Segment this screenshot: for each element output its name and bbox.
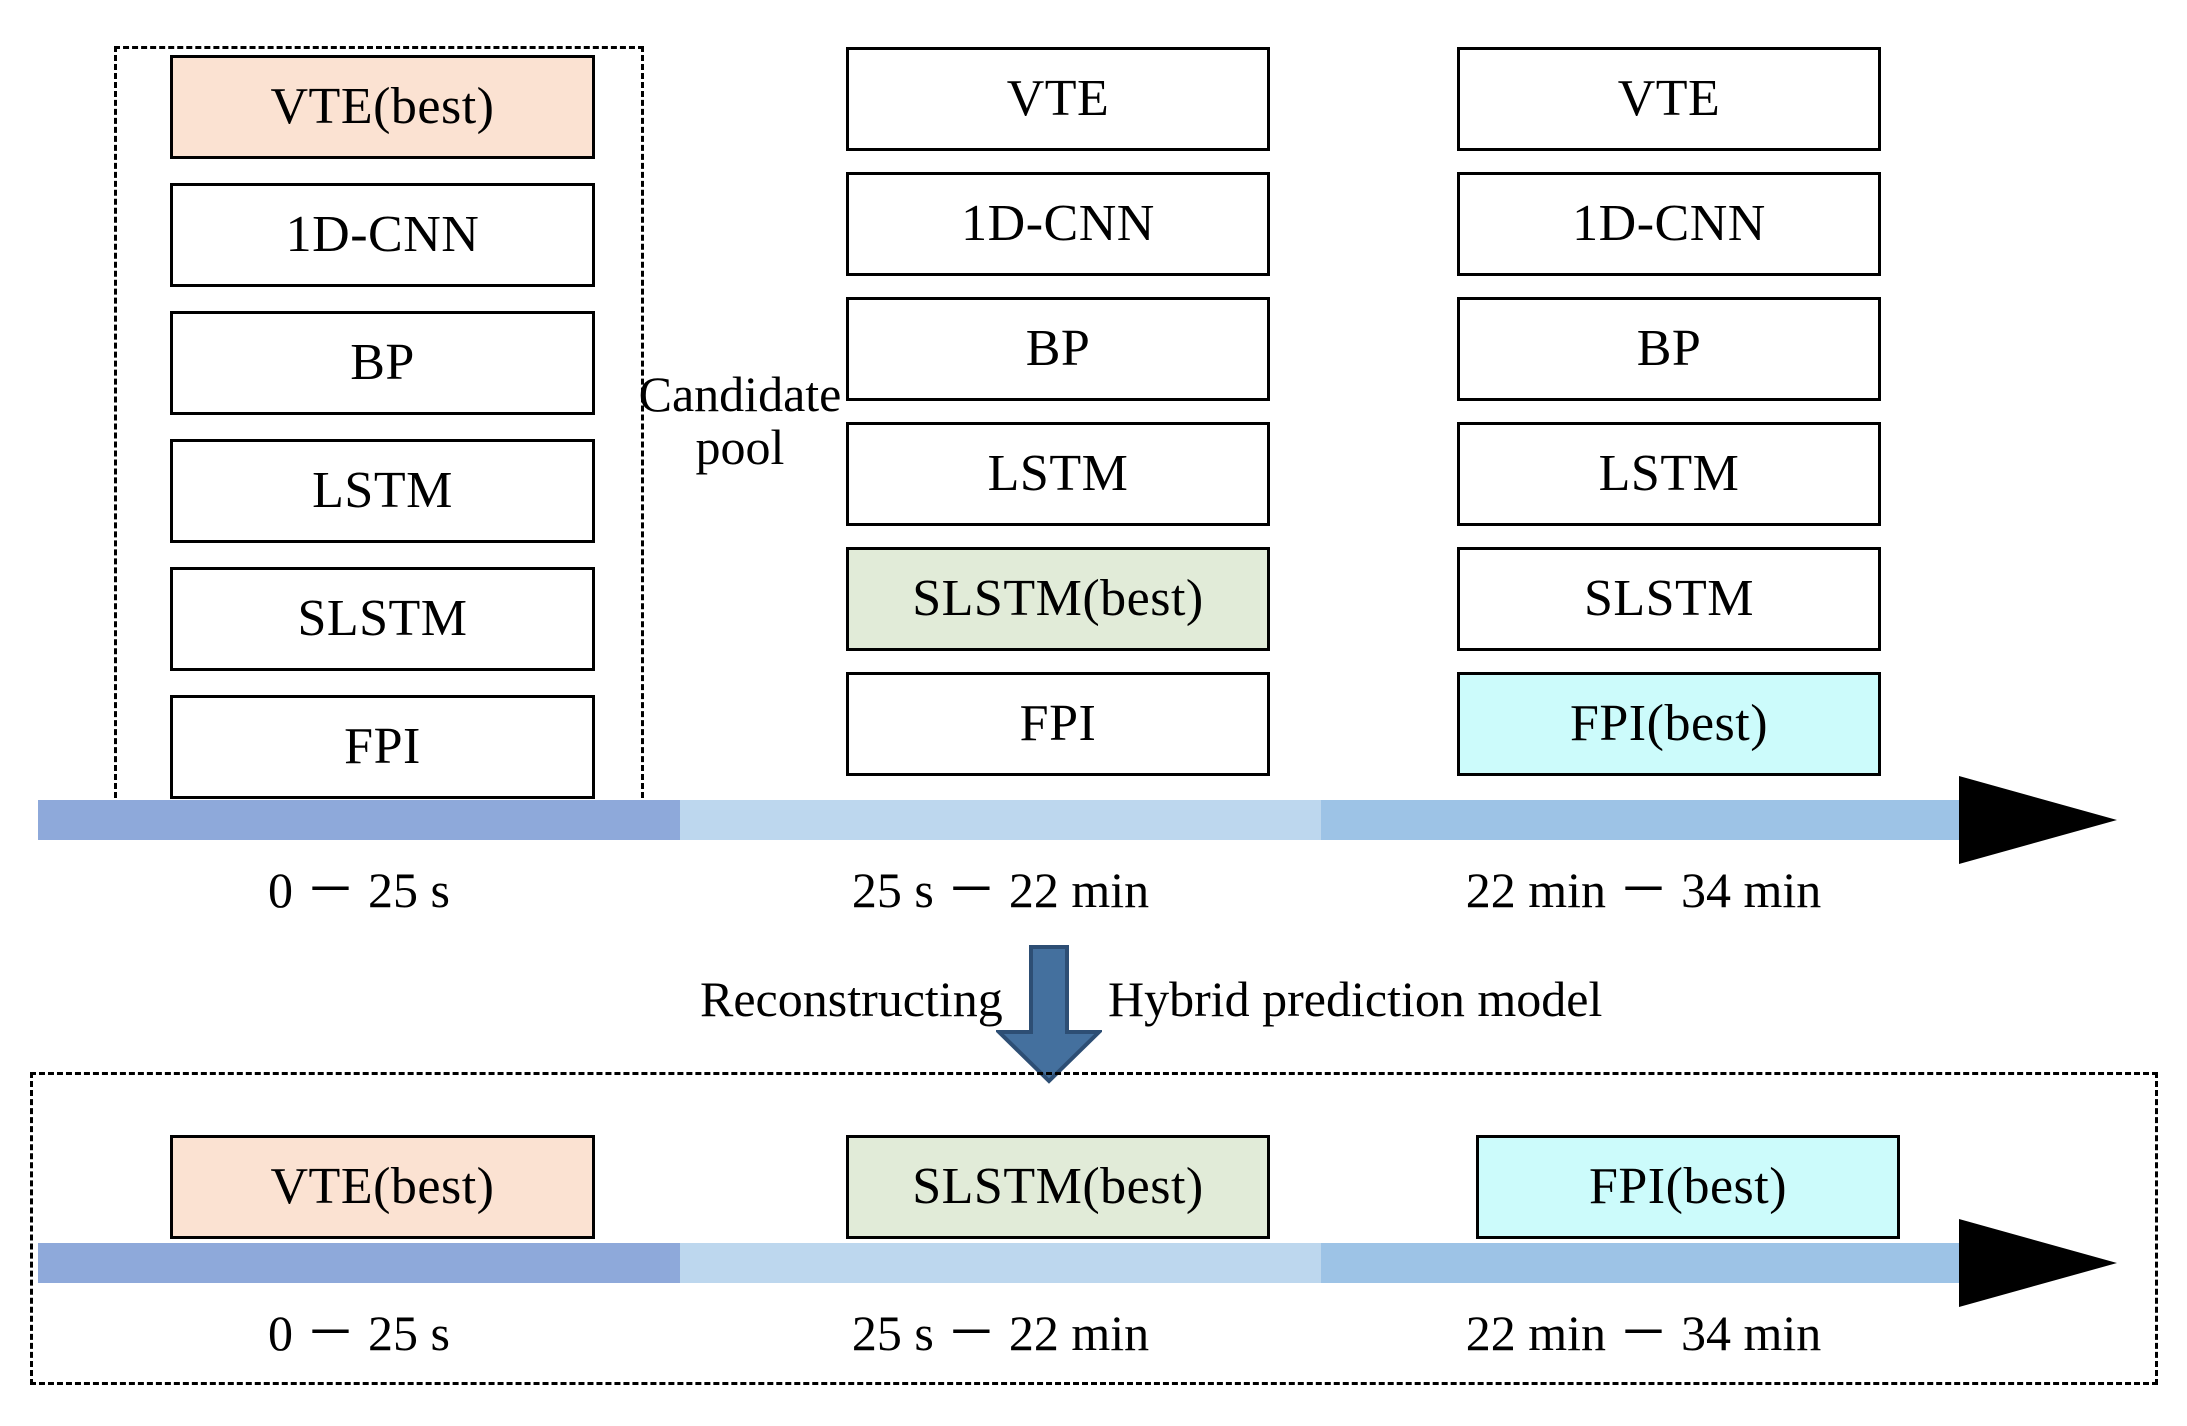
model-box[interactable]: 1D-CNN — [1457, 172, 1881, 276]
model-box[interactable]: FPI(best) — [1476, 1135, 1900, 1239]
timeline-label-1: 0 － 25 s — [268, 1305, 450, 1361]
timeline-segment-3[interactable] — [1321, 800, 1966, 840]
model-box[interactable]: SLSTM — [170, 567, 595, 671]
reconstructing-down-arrow-icon — [994, 944, 1104, 1084]
timeline-label-2: 25 s － 22 min — [851, 1305, 1150, 1361]
model-box[interactable]: LSTM — [846, 422, 1270, 526]
model-box[interactable]: 1D-CNN — [170, 183, 595, 287]
hybrid-prediction-model-text: Hybrid prediction model — [1108, 971, 1603, 1027]
model-box[interactable]: BP — [1457, 297, 1881, 401]
timeline-label-3: 22 min － 34 min — [1465, 1305, 1822, 1361]
timeline-label-1: 0 － 25 s — [268, 862, 450, 918]
candidate-pool-label: Candidate pool — [620, 368, 860, 473]
timeline-label-3: 22 min － 34 min — [1465, 862, 1822, 918]
model-box[interactable]: VTE(best) — [170, 1135, 595, 1239]
reconstructing-label: Reconstructing — [700, 973, 1003, 1026]
model-box[interactable]: VTE — [846, 47, 1270, 151]
model-box[interactable]: VTE — [1457, 47, 1881, 151]
reconstructing-text: Reconstructing — [700, 971, 1003, 1027]
timeline-segment-2[interactable] — [680, 1243, 1321, 1283]
candidate-pool-label-line1: Candidate — [638, 366, 842, 422]
model-box[interactable]: SLSTM(best) — [846, 547, 1270, 651]
timeline-arrowhead-icon — [1959, 776, 2117, 864]
model-box[interactable]: FPI — [846, 672, 1270, 776]
model-box[interactable]: FPI — [170, 695, 595, 799]
timeline-label-2: 25 s － 22 min — [851, 862, 1150, 918]
hybrid-prediction-model-label: Hybrid prediction model — [1108, 973, 1602, 1026]
model-box[interactable]: LSTM — [1457, 422, 1881, 526]
hybrid-model-frame — [30, 1072, 2158, 1385]
timeline-arrowhead-icon — [1959, 1219, 2117, 1307]
model-box[interactable]: BP — [846, 297, 1270, 401]
model-box[interactable]: BP — [170, 311, 595, 415]
timeline-segment-3[interactable] — [1321, 1243, 1966, 1283]
timeline-segment-1[interactable] — [38, 800, 680, 840]
model-box[interactable]: 1D-CNN — [846, 172, 1270, 276]
model-box[interactable]: VTE(best) — [170, 55, 595, 159]
model-box[interactable]: FPI(best) — [1457, 672, 1881, 776]
model-box[interactable]: LSTM — [170, 439, 595, 543]
timeline-segment-2[interactable] — [680, 800, 1321, 840]
candidate-pool-label-line2: pool — [695, 418, 785, 475]
model-box[interactable]: SLSTM — [1457, 547, 1881, 651]
model-box[interactable]: SLSTM(best) — [846, 1135, 1270, 1239]
timeline-segment-1[interactable] — [38, 1243, 680, 1283]
